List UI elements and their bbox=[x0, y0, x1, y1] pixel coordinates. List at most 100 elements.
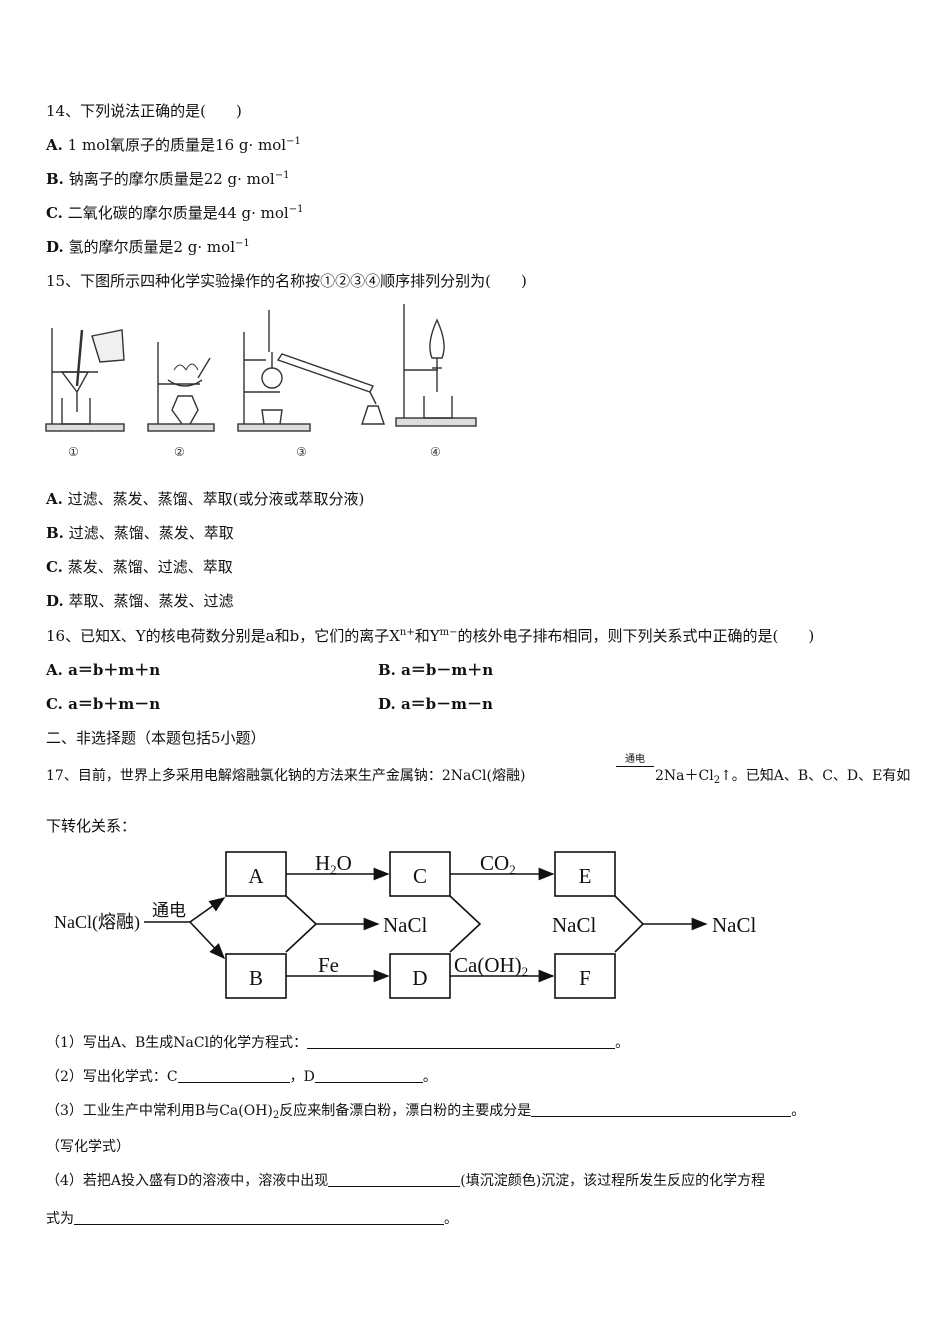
part-text: 式为 bbox=[46, 1211, 74, 1227]
answer-blank[interactable] bbox=[74, 1210, 444, 1225]
option-label: B. bbox=[378, 661, 396, 679]
box-e: E bbox=[579, 864, 592, 888]
q15-option-d: D. 萃取、蒸馏、蒸发、过滤 bbox=[46, 591, 234, 611]
q17-part2: （2）写出化学式：C ，D 。 bbox=[46, 1067, 437, 1087]
punct: 。 bbox=[422, 1069, 437, 1085]
option-text: 萃取、蒸馏、蒸发、过滤 bbox=[68, 592, 234, 610]
q17-stem-product: 2Na＋Cl2↑。已知A、B、C、D、E有如 bbox=[655, 766, 910, 786]
box-d: D bbox=[412, 966, 427, 990]
punct: 。 bbox=[444, 1211, 458, 1227]
option-label: D. bbox=[46, 238, 64, 256]
filtration-apparatus bbox=[45, 328, 125, 432]
subscript: 2 bbox=[272, 1110, 280, 1121]
flow-condition: 通电 bbox=[152, 901, 186, 920]
answer-blank-c[interactable] bbox=[177, 1068, 290, 1083]
separatory-funnel-apparatus bbox=[395, 304, 477, 427]
reagent-caoh2: Ca(OH)2 bbox=[454, 953, 528, 979]
figure-label-4: ④ bbox=[430, 445, 441, 459]
q14-option-d: D. 氢的摩尔质量是2 g· mol−1 bbox=[46, 237, 250, 257]
figure-label-1: ① bbox=[68, 445, 79, 459]
option-text: 二氧化碳的摩尔质量是44 g· mol bbox=[67, 204, 289, 222]
option-text: 过滤、蒸馏、蒸发、萃取 bbox=[68, 524, 234, 542]
reagent-h2o: H2O bbox=[315, 851, 352, 877]
nacl-product-3: NaCl bbox=[712, 913, 756, 937]
subscript: 2 bbox=[713, 775, 721, 786]
option-label: C. bbox=[46, 204, 63, 222]
option-text: 1 mol氧原子的质量是16 g· mol bbox=[67, 136, 287, 154]
q14-option-c: C. 二氧化碳的摩尔质量是44 g· mol−1 bbox=[46, 203, 303, 223]
q16-option-a: A. a＝b＋m＋n bbox=[46, 660, 160, 680]
option-label: A. bbox=[46, 136, 63, 154]
reagent-co2: CO2 bbox=[480, 851, 516, 877]
q14-stem: 14、下列说法正确的是( ) bbox=[46, 102, 242, 120]
figure-label-3: ③ bbox=[296, 445, 307, 459]
q14-option-a: A. 1 mol氧原子的质量是16 g· mol−1 bbox=[46, 135, 301, 155]
option-text: 蒸发、蒸馏、过滤、萃取 bbox=[67, 558, 233, 576]
q17-part4: （4）若把A投入盛有D的溶液中，溶液中出现 (填沉淀颜色)沉淀，该过程所发生反应的… bbox=[46, 1171, 765, 1191]
electrolysis-condition: 通电 bbox=[616, 754, 654, 767]
section-heading: 二、非选择题（本题包括5小题） bbox=[46, 729, 266, 747]
option-text: a＝b－m＋n bbox=[401, 661, 494, 679]
box-c: C bbox=[413, 864, 427, 888]
answer-blank-d[interactable] bbox=[314, 1068, 423, 1083]
option-label: D. bbox=[46, 592, 64, 610]
option-label: C. bbox=[46, 695, 63, 713]
box-b: B bbox=[249, 966, 263, 990]
option-text: 过滤、蒸发、蒸馏、萃取(或分液或萃取分液) bbox=[67, 490, 365, 508]
q16-option-c: C. a＝b＋m－n bbox=[46, 694, 160, 714]
flow-start: NaCl(熔融) bbox=[54, 912, 140, 933]
part-text: （2）写出化学式：C bbox=[46, 1069, 178, 1085]
part-text: 反应来制备漂白粉，漂白粉的主要成分是 bbox=[279, 1103, 532, 1119]
option-label: B. bbox=[46, 524, 64, 542]
part-text: ，D bbox=[289, 1069, 315, 1085]
stem-part: 的核外电子排布相同，则下列关系式中正确的是( ) bbox=[457, 627, 815, 645]
option-text: a＝b－m－n bbox=[400, 695, 493, 713]
exponent: −1 bbox=[288, 204, 304, 215]
q16-option-b: B. a＝b－m＋n bbox=[378, 660, 493, 680]
evaporation-apparatus bbox=[147, 342, 215, 432]
option-label: D. bbox=[378, 695, 396, 713]
nacl-product-2: NaCl bbox=[552, 913, 596, 937]
q15-option-c: C. 蒸发、蒸馏、过滤、萃取 bbox=[46, 557, 233, 577]
part-text: （1）写出A、B生成NaCl的化学方程式： bbox=[46, 1035, 308, 1051]
stem-part: 16、已知X、Y的核电荷数分别是a和b，它们的离子X bbox=[46, 627, 400, 645]
reagent-fe: Fe bbox=[318, 953, 339, 977]
conversion-flow-diagram: NaCl(熔融) 通电 A B C D E F H2O CO2 Fe Ca(OH… bbox=[54, 851, 756, 999]
stem-part: 和Y bbox=[414, 627, 440, 645]
option-text: a＝b＋m－n bbox=[68, 695, 161, 713]
nacl-product-1: NaCl bbox=[383, 913, 427, 937]
stem-part: 2Na＋Cl bbox=[655, 768, 714, 784]
part-text: （4）若把A投入盛有D的溶液中，溶液中出现 bbox=[46, 1173, 329, 1189]
figure-label-2: ② bbox=[174, 445, 185, 459]
q17-stem-line2: 下转化关系： bbox=[46, 817, 137, 835]
part-text: (填沉淀颜色)沉淀，该过程所发生反应的化学方程 bbox=[460, 1173, 766, 1189]
q16-stem: 16、已知X、Y的核电荷数分别是a和b，它们的离子Xn+和Ym−的核外电子排布相… bbox=[46, 626, 814, 646]
exponent: −1 bbox=[235, 238, 250, 249]
punct: 。 bbox=[791, 1103, 806, 1119]
option-text: 钠离子的摩尔质量是22 g· mol bbox=[68, 170, 275, 188]
box-f: F bbox=[579, 966, 591, 990]
option-label: A. bbox=[46, 490, 63, 508]
answer-blank[interactable] bbox=[307, 1034, 616, 1049]
stem-part: ↑。已知A、B、C、D、E有如 bbox=[720, 768, 911, 784]
exponent: −1 bbox=[286, 136, 301, 147]
lab-apparatus-figure bbox=[45, 304, 477, 432]
distillation-apparatus bbox=[237, 310, 385, 432]
q14-option-b: B. 钠离子的摩尔质量是22 g· mol−1 bbox=[46, 169, 289, 189]
option-label: C. bbox=[46, 558, 63, 576]
option-text: 氢的摩尔质量是2 g· mol bbox=[68, 238, 235, 256]
answer-blank[interactable] bbox=[531, 1102, 792, 1117]
q17-part4-line2: 式为 。 bbox=[46, 1209, 458, 1229]
superscript: m− bbox=[439, 627, 458, 638]
q15-option-a: A. 过滤、蒸发、蒸馏、萃取(或分液或萃取分液) bbox=[46, 489, 364, 509]
option-label: B. bbox=[46, 170, 64, 188]
q17-stem: 17、目前，世界上多采用电解熔融氯化钠的方法来生产金属钠：2NaCl(熔融) bbox=[46, 766, 525, 786]
q17-part1: （1）写出A、B生成NaCl的化学方程式： 。 bbox=[46, 1033, 629, 1053]
stem-part: 17、目前，世界上多采用电解熔融氯化钠的方法来生产金属钠：2NaCl(熔融) bbox=[46, 768, 526, 784]
superscript: n+ bbox=[399, 627, 415, 638]
answer-blank-color[interactable] bbox=[328, 1172, 461, 1187]
exponent: −1 bbox=[274, 170, 290, 181]
punct: 。 bbox=[615, 1035, 630, 1051]
part-text: （3）工业生产中常利用B与Ca(OH) bbox=[46, 1103, 273, 1119]
option-text: a＝b＋m＋n bbox=[68, 661, 161, 679]
